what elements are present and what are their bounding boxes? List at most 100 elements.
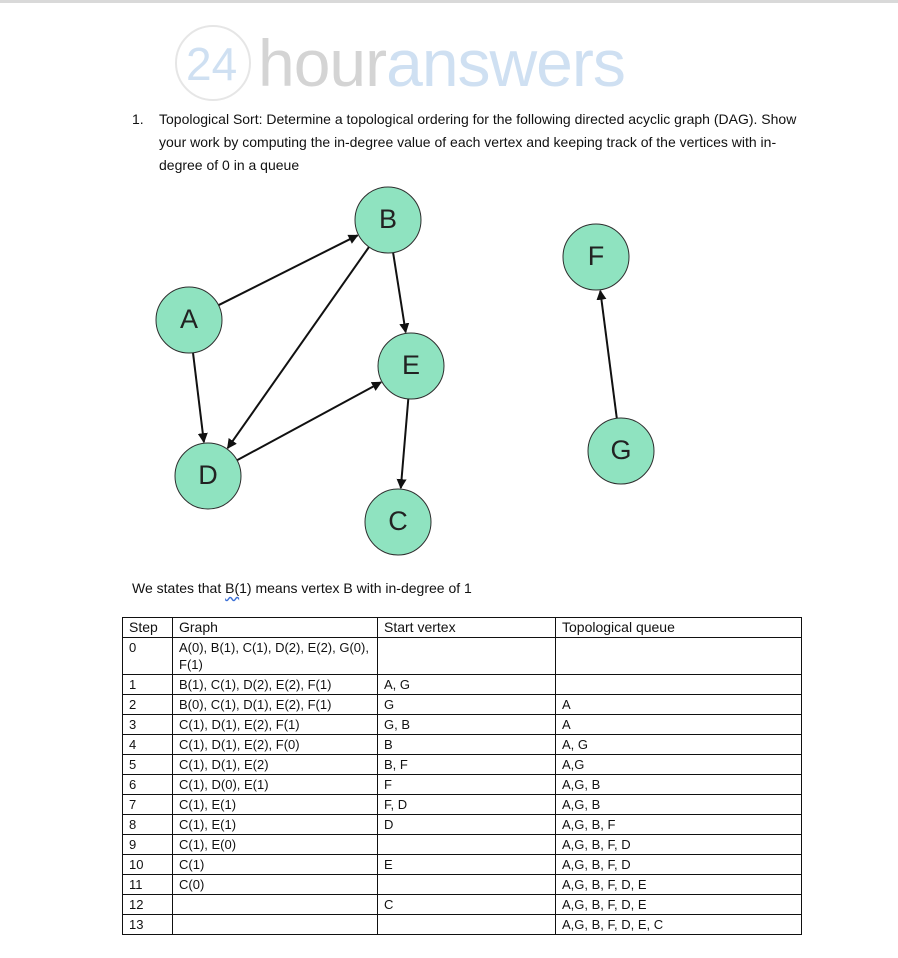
cell-step: 10 [122,854,173,875]
cell-graph: C(0) [172,874,378,895]
node-g: G [587,417,655,485]
cell-start-vertex [377,637,556,675]
cell-step: 4 [122,734,173,755]
cell-step: 3 [122,714,173,735]
note-spellcheck-highlight: B( [225,580,240,596]
node-e: E [377,332,445,400]
cell-graph: C(1), D(1), E(2), F(0) [172,734,378,755]
note-before: We states that [132,580,226,596]
cell-start-vertex: B [377,734,556,755]
node-circle [562,223,630,291]
nodes-layer: A B C D E F G [155,186,655,556]
node-circle [364,488,432,556]
cell-topological-queue: A,G, B, F [555,814,802,835]
cell-graph: C(1), D(0), E(1) [172,774,378,795]
logo-word-answers: answers [386,26,626,100]
cell-start-vertex: C [377,894,556,915]
cell-step: 11 [122,874,173,895]
cell-step: 5 [122,754,173,775]
cell-topological-queue [555,637,802,675]
cell-topological-queue: A,G, B, F, D, E [555,874,802,895]
node-a: A [155,286,223,354]
node-circle [587,417,655,485]
cell-topological-queue: A,G, B, F, D [555,854,802,875]
note-after: 1) means vertex B with in-degree of 1 [239,580,472,596]
edge-a-to-d [192,352,208,444]
edges-layer [192,234,618,490]
dag-graph: A B C D E F G [155,186,655,556]
cell-graph: C(1), D(1), E(2), F(1) [172,714,378,735]
logo-number: 24 [186,38,238,90]
node-label: C [388,506,408,536]
node-label: E [402,350,420,380]
header-graph: Graph [172,617,378,638]
cell-topological-queue: A, G [555,734,802,755]
cell-step: 12 [122,894,173,915]
cell-graph [172,894,378,915]
table-header-row: Step Graph Start vertex Topological queu… [122,617,802,638]
logo-wordmark: houranswers [258,26,626,100]
edge-a-to-b [218,234,359,307]
cell-graph: B(1), C(1), D(2), E(2), F(1) [172,674,378,695]
cell-start-vertex: A, G [377,674,556,695]
cell-graph: A(0), B(1), C(1), D(2), E(2), G(0), F(1) [172,637,378,675]
cell-start-vertex [377,914,556,935]
question-number: 1. [132,111,144,127]
edge-b-to-e [392,252,410,334]
cell-step: 7 [122,794,173,815]
header-topological-queue: Topological queue [555,617,802,638]
header-step: Step [122,617,173,638]
cell-topological-queue: A [555,694,802,715]
node-circle [155,286,223,354]
cell-graph: B(0), C(1), D(1), E(2), F(1) [172,694,378,715]
node-label: B [379,204,397,234]
cell-start-vertex: G, B [377,714,556,735]
cell-start-vertex [377,874,556,895]
header-start-vertex: Start vertex [377,617,556,638]
cell-graph [172,914,378,935]
cell-start-vertex: F, D [377,794,556,815]
cell-start-vertex: G [377,694,556,715]
cell-start-vertex: F [377,774,556,795]
logo-word-hour: hour [258,26,387,100]
cell-graph: C(1), E(1) [172,794,378,815]
cell-step: 1 [122,674,173,695]
edge-d-to-e [236,381,382,462]
cell-graph: C(1), D(1), E(2) [172,754,378,775]
cell-graph: C(1), E(0) [172,834,378,855]
node-label: G [610,435,631,465]
node-d: D [174,442,242,510]
cell-step: 6 [122,774,173,795]
node-label: F [588,241,605,271]
watermark-logo: 24 houranswers [172,20,692,106]
node-circle [377,332,445,400]
edge-e-to-c [396,398,410,490]
note-text: We states that B(1) means vertex B with … [132,578,472,598]
cell-graph: C(1) [172,854,378,875]
node-label: D [198,460,218,490]
cell-topological-queue: A,G, B [555,774,802,795]
cell-start-vertex: D [377,814,556,835]
cell-topological-queue: A,G, B, F, D, E, C [555,914,802,935]
cell-step: 8 [122,814,173,835]
cell-step: 2 [122,694,173,715]
node-label: A [180,304,198,334]
cell-topological-queue [555,674,802,695]
cell-step: 13 [122,914,173,935]
node-circle [354,186,422,254]
steps-table: Step Graph Start vertex Topological queu… [122,617,802,935]
node-circle [174,442,242,510]
top-rule [0,0,898,3]
cell-topological-queue: A [555,714,802,735]
